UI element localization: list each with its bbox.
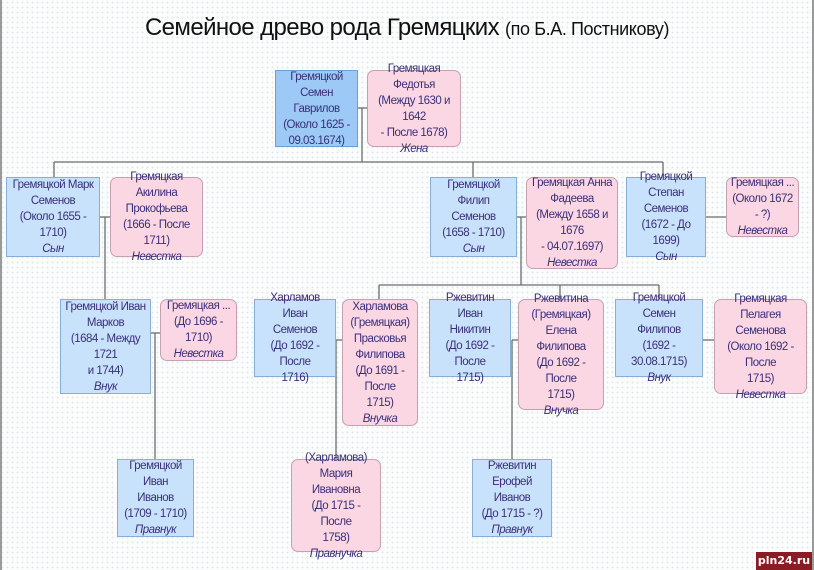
watermark-logo: pln24.ru bbox=[756, 552, 812, 570]
person-fedotya[interactable]: Гремяцкая Федотья (Между 1630 и 1642- По… bbox=[367, 63, 461, 155]
person-stepan-wife[interactable]: Гремяцкая ... (Около 1672 - ?) Невестка bbox=[726, 177, 799, 237]
title-main: Семейное древо рода Гремяцких bbox=[144, 14, 506, 41]
person-role: Невестка bbox=[735, 388, 786, 401]
person-role: Внучка bbox=[543, 404, 579, 417]
person-role: Внучка bbox=[362, 412, 398, 425]
person-role: Правнук bbox=[134, 524, 177, 536]
frame-border-right bbox=[812, 0, 814, 570]
person-role: Невестка bbox=[173, 348, 224, 360]
person-role: Внук bbox=[647, 372, 671, 384]
person-dates: (Около 1672 - ?) bbox=[732, 193, 793, 221]
person-role: Сын bbox=[655, 251, 677, 263]
person-dates: (1672 - До 1699) bbox=[641, 219, 691, 247]
person-ivan-markov-wife[interactable]: Гремяцкая ... (До 1696 - 1710) Невестка bbox=[160, 299, 237, 361]
person-role: Невестка bbox=[131, 251, 182, 263]
person-role: Сын bbox=[462, 243, 485, 255]
person-name: Гремяцкая ... bbox=[730, 177, 795, 189]
page-title: Семейное древо рода Гремяцких (по Б.А. П… bbox=[0, 14, 814, 42]
person-name: Гремяцкая Федотья bbox=[387, 62, 441, 91]
person-dates: (Около 1655 - 1710) bbox=[19, 211, 87, 239]
person-role: Сын bbox=[42, 243, 64, 255]
person-dates: (1692 - 30.08.1715) bbox=[631, 340, 687, 368]
person-dates: (1666 - После 1711) bbox=[123, 219, 190, 247]
title-subtitle: (по Б.А. Постникову) bbox=[505, 19, 670, 39]
person-role: Невестка bbox=[547, 257, 597, 269]
person-role: Правнук bbox=[491, 524, 533, 536]
person-dates: (Между 1658 и 1676- 04.07.1697) bbox=[536, 209, 608, 253]
person-dates: (Около 1625 -09.03.1674) bbox=[283, 118, 350, 147]
person-role: Внук bbox=[93, 380, 118, 393]
person-dates: (1658 - 1710) bbox=[442, 227, 505, 239]
person-role: Правнучка bbox=[309, 547, 363, 560]
frame-border-left bbox=[0, 0, 2, 570]
person-dates: (До 1696 - 1710) bbox=[174, 316, 223, 344]
person-role: Жена bbox=[400, 142, 428, 155]
person-dates: (1709 - 1710) bbox=[124, 508, 187, 520]
person-name: Гремяцкая ... bbox=[166, 300, 231, 312]
person-dates: (Между 1630 и 1642- После 1678) bbox=[378, 94, 450, 139]
person-role: Невестка bbox=[737, 225, 788, 237]
person-dates: (До 1715 - ?) bbox=[481, 508, 543, 520]
